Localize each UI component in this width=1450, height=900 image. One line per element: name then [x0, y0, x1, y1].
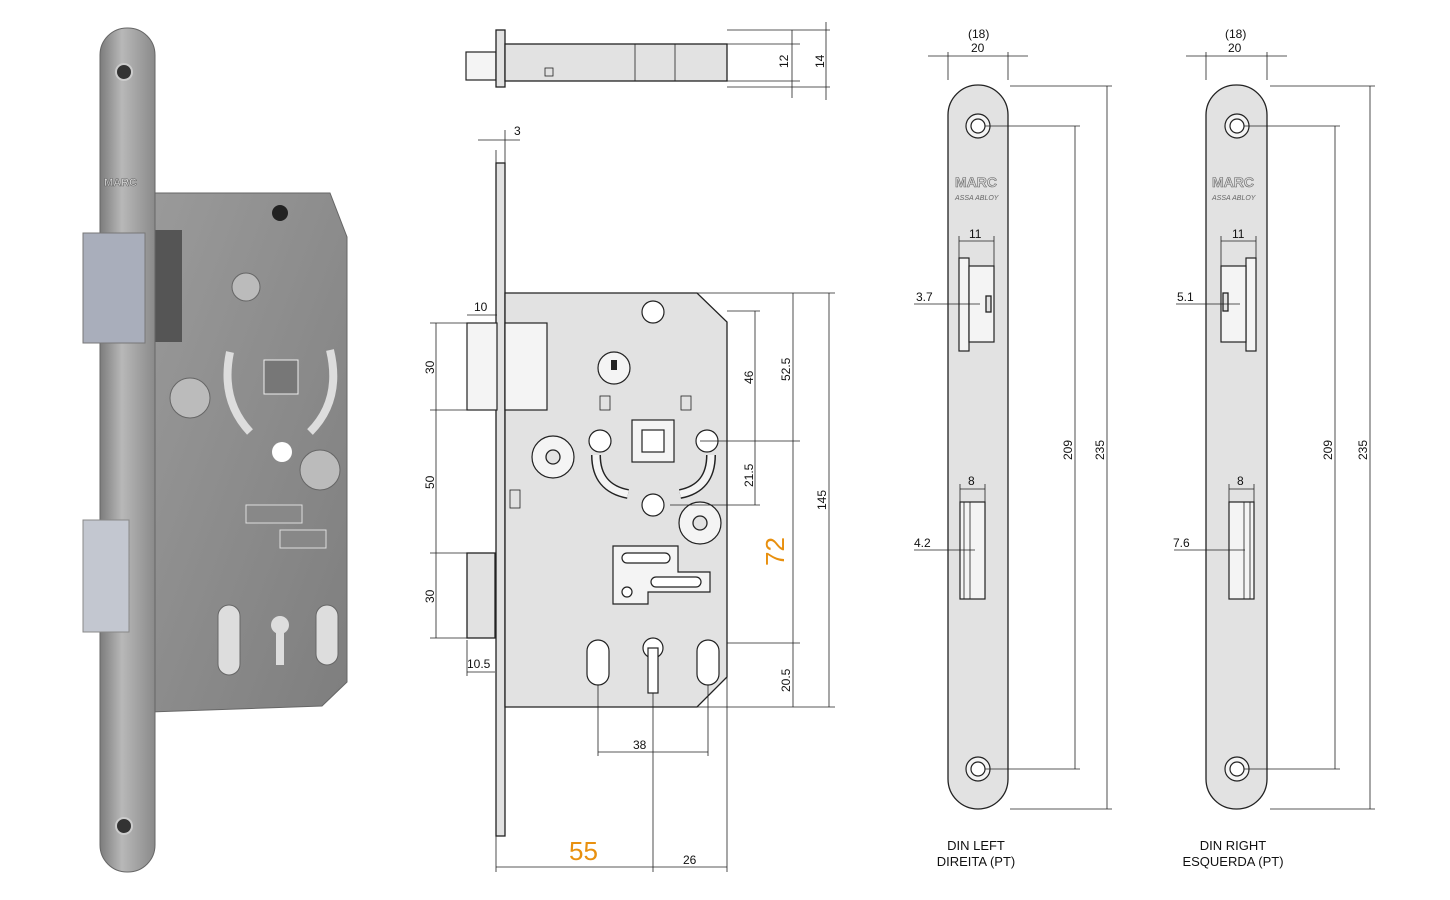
din-right-caption: DIN RIGHT: [1200, 838, 1267, 853]
dim-10-5: 10.5: [467, 657, 491, 671]
dim-52-5: 52.5: [779, 357, 793, 381]
dim-3: 3: [514, 124, 521, 138]
din-left-hole-spacing: 209: [1061, 440, 1075, 460]
top-view: 12 14: [465, 22, 830, 100]
din-left-caption: DIN LEFT: [947, 838, 1005, 853]
dim-50: 50: [423, 475, 437, 489]
din-right-logo-sub: ASSA ABLOY: [1211, 195, 1257, 202]
din-right-caption-pt: ESQUERDA (PT): [1182, 854, 1283, 869]
dim-38: 38: [633, 738, 647, 752]
din-left-caption-pt: DIREITA (PT): [937, 854, 1015, 869]
din-left-faceplate: MARC ASSA ABLOY (18) 20 11 3.7 8 4.2 209…: [914, 27, 1112, 869]
dim-12: 12: [777, 54, 791, 68]
dim-21-5: 21.5: [742, 463, 756, 487]
din-left-latch-offset: 3.7: [916, 290, 933, 304]
din-left-bolt-offset: 4.2: [914, 536, 931, 550]
din-left-width-alt: (18): [968, 27, 989, 41]
dim-26: 26: [683, 853, 697, 867]
din-left-length: 235: [1093, 440, 1107, 460]
render-logo: MARC: [104, 177, 137, 189]
din-right-bolt-width: 8: [1237, 474, 1244, 488]
dim-20-5: 20.5: [779, 668, 793, 692]
din-left-logo-sub: ASSA ABLOY: [954, 195, 1000, 202]
din-right-faceplate: MARC ASSA ABLOY (18) 20 11 5.1 8 7.6 209…: [1173, 27, 1375, 869]
dim-10: 10: [474, 300, 488, 314]
din-left-bolt-width: 8: [968, 474, 975, 488]
din-left-width: 20: [971, 41, 985, 55]
dim-30-bolt: 30: [423, 589, 437, 603]
dim-14: 14: [813, 54, 827, 68]
dim-30-latch: 30: [423, 360, 437, 374]
dim-55: 55: [569, 836, 598, 866]
dim-72: 72: [760, 537, 790, 566]
din-right-latch-offset: 5.1: [1177, 290, 1194, 304]
dim-145: 145: [815, 490, 829, 510]
dim-46: 46: [742, 370, 756, 384]
din-right-width: 20: [1228, 41, 1242, 55]
din-left-latch-width: 11: [969, 227, 982, 241]
din-left-logo: MARC: [955, 174, 997, 190]
din-right-width-alt: (18): [1225, 27, 1246, 41]
din-right-hole-spacing: 209: [1321, 440, 1335, 460]
lock-render: MARC: [82, 27, 348, 873]
din-right-latch-width: 11: [1232, 227, 1245, 241]
front-view: 3 10 30 50 30 10.5 46 52.5 21.5 145 72 2…: [423, 124, 835, 872]
din-right-logo: MARC: [1212, 174, 1254, 190]
din-right-bolt-offset: 7.6: [1173, 536, 1190, 550]
din-right-length: 235: [1356, 440, 1370, 460]
